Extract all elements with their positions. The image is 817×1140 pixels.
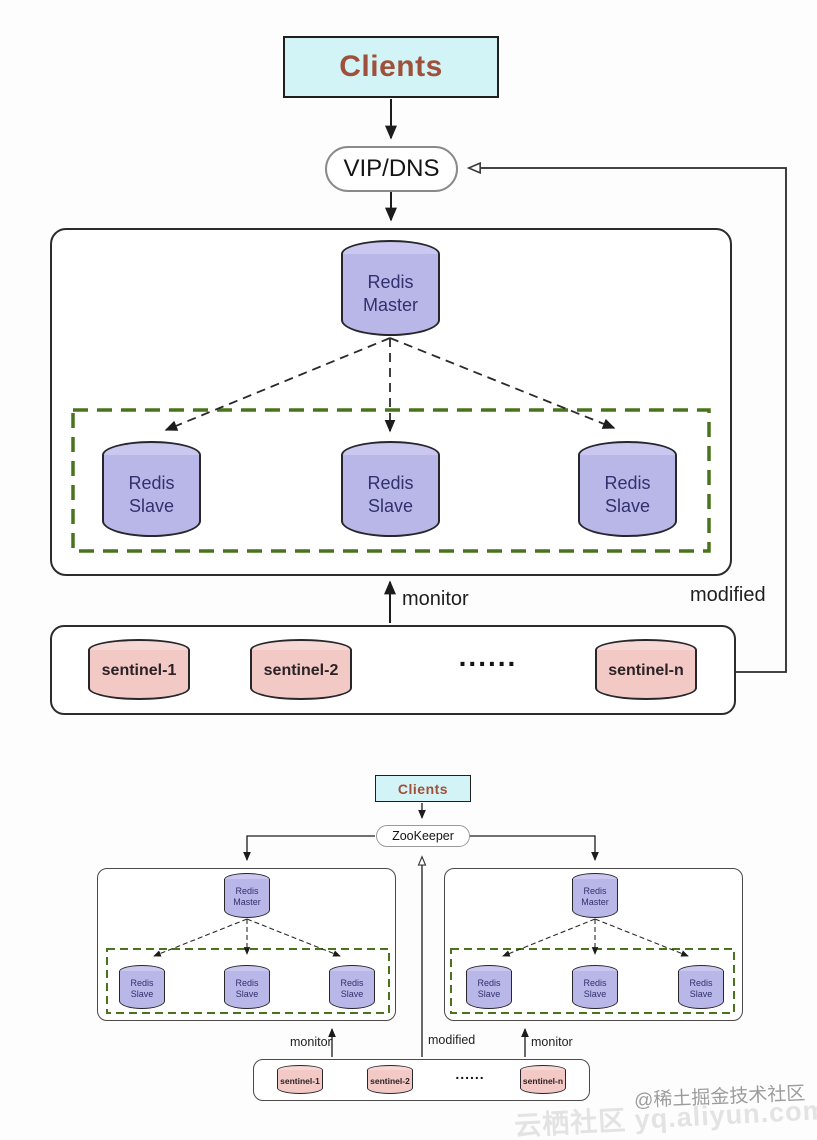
top-clients-node: Clients [283,36,499,98]
cylinder-body [520,1070,566,1094]
arrow-zookeeper-to-right-cluster [469,835,599,862]
right-redis-slave-label: Redis Slave [583,978,607,999]
right-redis-slave-cylinder-1: Redis Slave [466,965,512,1009]
bottom-sentinel-n-cylinder: sentinel-n [520,1065,566,1094]
cylinder-body [572,971,618,1009]
right-redis-master-label: Redis Master [581,886,609,907]
sentinel-n-label: sentinel-n [608,662,684,679]
cylinder-body [578,455,677,537]
redis-slave-label: Redis Slave [604,473,651,516]
bottom-clients-label: Clients [397,780,449,797]
redis-master-cylinder: Redis Master [341,240,440,336]
sentinel-1-label: sentinel-1 [101,662,177,679]
bottom-clients-node: Clients [375,775,471,802]
bottom-sentinel-n-label: sentinel-n [522,1076,564,1086]
bottom-sentinel-2-cylinder: sentinel-2 [367,1065,413,1094]
zookeeper-label: ZooKeeper [392,829,454,843]
cylinder-body [466,971,512,1009]
bottom-left-dashed-slave-zone [106,948,390,1014]
bottom-modified-label: modified [428,1033,476,1047]
sentinel-1-cylinder: sentinel-1 [88,639,190,700]
right-redis-slave-label: Redis Slave [477,978,501,999]
zookeeper-node: ZooKeeper [376,825,470,847]
cylinder-body [678,971,724,1009]
redis-slave-cylinder-2: Redis Slave [341,441,440,537]
bottom-sentinel-1-cylinder: sentinel-1 [277,1065,323,1094]
left-redis-slave-label: Redis Slave [340,978,364,999]
vip-dns-node: VIP/DNS [325,146,458,192]
redis-master-label: Redis Master [362,272,418,315]
cylinder-body [250,650,352,700]
bottom-sentinel-ellipsis: ...... [455,1066,485,1082]
right-redis-slave-cylinder-3: Redis Slave [678,965,724,1009]
cylinder-body [341,254,440,336]
arrow-right-master-to-slave1 [502,918,596,957]
arrow-master-to-slave1 [164,337,391,431]
sentinel-2-label: sentinel-2 [263,662,339,679]
left-redis-master-label: Redis Master [233,886,261,907]
bottom-sentinel-2-label: sentinel-2 [370,1076,410,1086]
top-sentinel-ellipsis: ...... [458,641,518,672]
arrow-master-to-slave3 [389,337,616,429]
cylinder-body [224,879,270,918]
left-redis-slave-cylinder-3: Redis Slave [329,965,375,1009]
arrow-sentinel-modified-to-vipdns [469,168,787,673]
bottom-monitor-right-label: monitor [531,1035,573,1049]
right-redis-slave-label: Redis Slave [689,978,713,999]
right-redis-master-cylinder: Redis Master [572,873,618,918]
sentinel-n-cylinder: sentinel-n [595,639,697,700]
redis-slave-label: Redis Slave [128,473,175,516]
cylinder-body [595,650,697,700]
arrow-right-master-to-slave3 [594,918,689,957]
cylinder-body [572,879,618,918]
cylinder-body [119,971,165,1009]
left-redis-slave-label: Redis Slave [235,978,259,999]
vip-dns-label: VIP/DNS [343,155,440,182]
top-dashed-slave-zone [71,408,711,553]
cylinder-body [102,455,201,537]
cylinder-body [277,1070,323,1094]
cylinder-body [341,455,440,537]
arrow-left-master-to-slave3 [246,918,341,957]
top-modified-label: modified [690,584,766,606]
redis-slave-cylinder-3: Redis Slave [578,441,677,537]
sentinel-2-cylinder: sentinel-2 [250,639,352,700]
cylinder-body [224,971,270,1009]
left-redis-master-cylinder: Redis Master [224,873,270,918]
arrow-zookeeper-to-left-cluster [243,835,375,862]
top-monitor-label: monitor [402,588,469,610]
arrow-left-master-to-slave1 [153,918,248,957]
top-clients-label: Clients [339,50,443,83]
bottom-right-dashed-slave-zone [450,948,735,1014]
cylinder-body [88,650,190,700]
left-redis-slave-cylinder-2: Redis Slave [224,965,270,1009]
cylinder-body [367,1070,413,1094]
right-redis-slave-cylinder-2: Redis Slave [572,965,618,1009]
bottom-sentinel-1-label: sentinel-1 [280,1076,320,1086]
bottom-monitor-left-label: monitor [290,1035,332,1049]
left-redis-slave-cylinder-1: Redis Slave [119,965,165,1009]
cylinder-body [329,971,375,1009]
redis-slave-label: Redis Slave [367,473,414,516]
left-redis-slave-label: Redis Slave [130,978,154,999]
redis-slave-cylinder-1: Redis Slave [102,441,201,537]
